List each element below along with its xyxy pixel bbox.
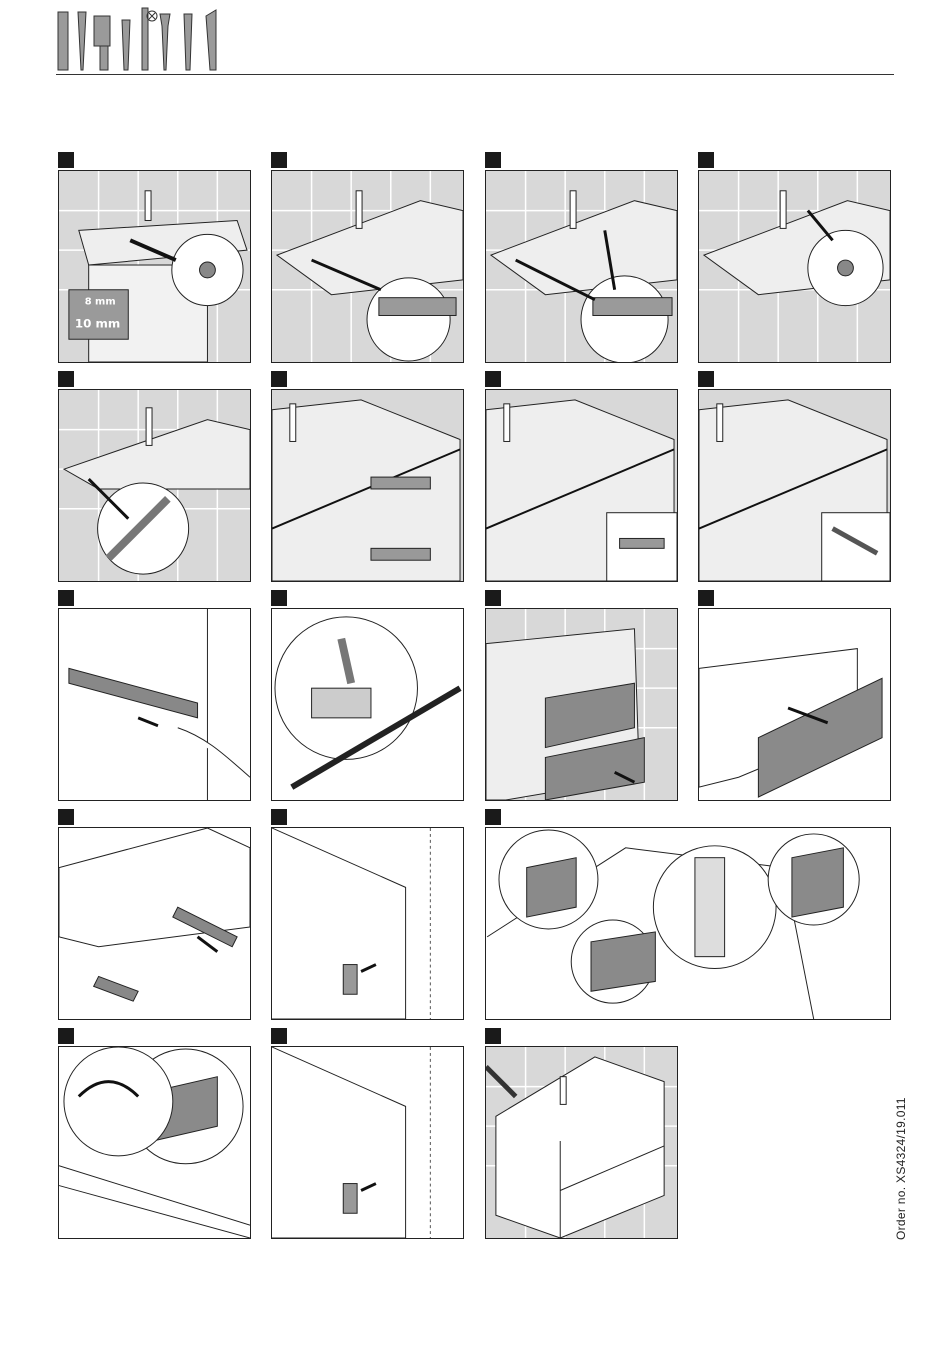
step-marker [58, 1028, 74, 1044]
label-10mm: 10 mm [75, 316, 120, 330]
step-marker [485, 152, 501, 168]
step-marker [698, 371, 714, 387]
knife-icon [206, 10, 216, 70]
step-marker [271, 590, 287, 606]
step-7-panel [485, 389, 678, 582]
pencil-icon [184, 14, 192, 70]
step-13-panel [58, 827, 251, 1020]
step-10-panel [271, 608, 464, 801]
screwdriver-icon [78, 12, 86, 70]
step-12-panel [698, 608, 891, 801]
step-9-panel [58, 608, 251, 801]
step-marker [271, 371, 287, 387]
step-16-panel [58, 1046, 251, 1239]
step-marker [485, 809, 501, 825]
step-17-panel [271, 1046, 464, 1239]
step-4-panel [698, 170, 891, 363]
step-6-panel [271, 389, 464, 582]
step-marker [485, 371, 501, 387]
header-rule [56, 74, 894, 75]
step-18-panel [485, 1046, 678, 1239]
step-1-panel: 10 mm 8 mm [58, 170, 251, 363]
step-marker [271, 1028, 287, 1044]
step-marker [485, 590, 501, 606]
step-2-panel [271, 170, 464, 363]
dowel-icon [620, 538, 665, 548]
step-11-panel [485, 608, 678, 801]
step-marker [58, 809, 74, 825]
step-marker [485, 1028, 501, 1044]
front-adjust-icon [527, 858, 576, 917]
side-panel-icon [343, 1184, 357, 1214]
step-marker [271, 152, 287, 168]
step-5-panel [58, 389, 251, 582]
step-8-panel [698, 389, 891, 582]
step-marker [698, 152, 714, 168]
step-14-panel [271, 827, 464, 1020]
step-marker [58, 152, 74, 168]
clip-icon [312, 688, 371, 718]
step-3-panel [485, 170, 678, 363]
screwdriver-icon [122, 20, 130, 70]
tools-banner [56, 6, 241, 72]
step-marker [58, 590, 74, 606]
order-number: Order no. XS4324/19.011 [894, 1097, 908, 1240]
label-8mm: 8 mm [85, 297, 116, 308]
wrench-icon [160, 14, 170, 70]
drill-icon [94, 16, 110, 46]
side-panel-icon [343, 965, 357, 995]
step-marker [58, 371, 74, 387]
step-marker [271, 809, 287, 825]
step-marker [698, 590, 714, 606]
level-icon [58, 12, 68, 70]
drawer-rail-icon [69, 668, 198, 717]
silicone-gun-icon [486, 1067, 516, 1097]
step-15-panel [485, 827, 891, 1020]
